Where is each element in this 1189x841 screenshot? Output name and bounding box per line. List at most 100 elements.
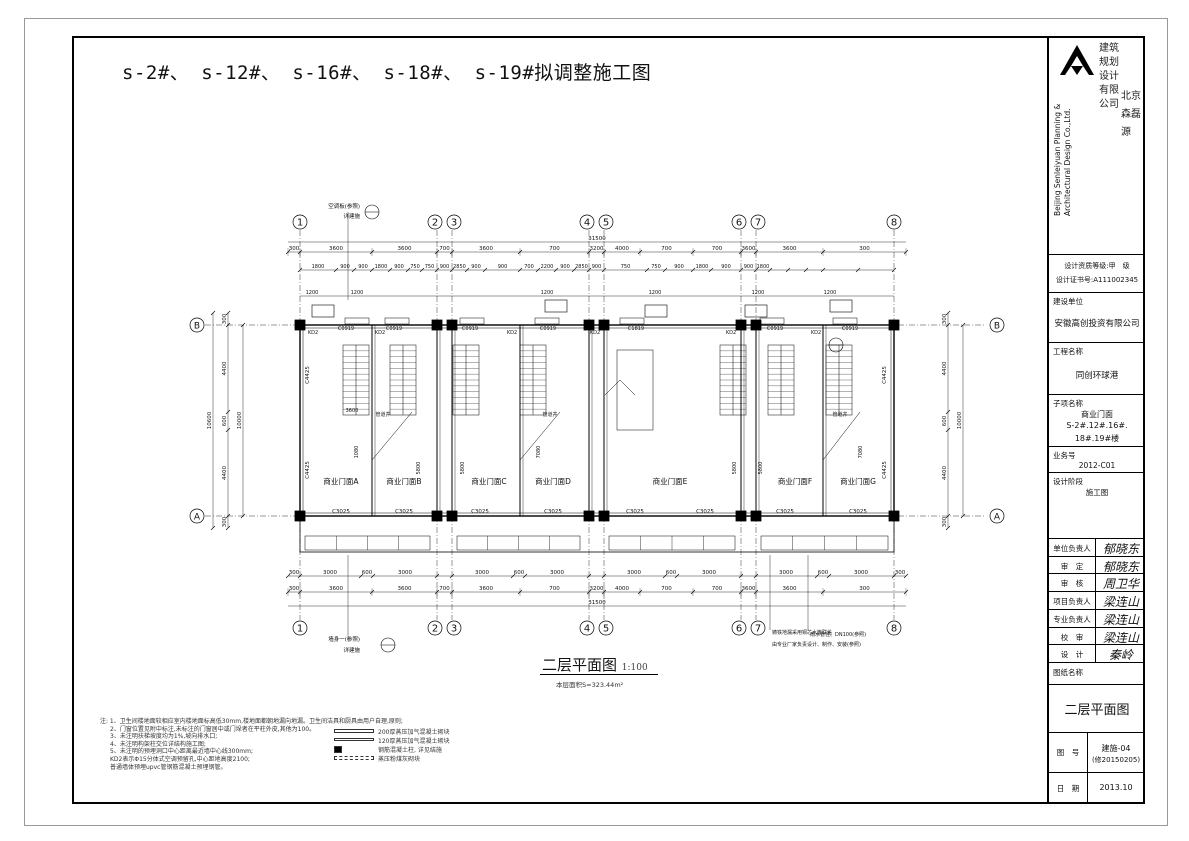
qualification: 设计资质等级:甲 级 <box>1064 262 1130 270</box>
axis-bubble <box>189 317 205 333</box>
drawing-rev-value: (修20150205) <box>1091 756 1141 764</box>
logo-char: 公司 <box>1099 99 1119 110</box>
note-line: 注: 1、卫生间楼地面较相应室内楼地面标高低30mm,楼地面都朝地漏向地漏。卫生… <box>100 718 403 725</box>
dim-label: 600 <box>514 570 525 576</box>
signature-row: 单位负责人郁晓东 <box>1049 538 1145 557</box>
dim-tick <box>601 267 607 273</box>
dim-label: 1200 <box>351 290 364 296</box>
legend: 200厚蒸压加气混凝土砌块 120厚蒸压加气混凝土砌块 钢筋混凝土柱, 详见结施… <box>330 727 449 763</box>
detail-note: 详建施 <box>343 212 360 220</box>
legend-label: 200厚蒸压加气混凝土砌块 <box>378 729 450 736</box>
dim-label: 900 <box>394 264 404 270</box>
dim-tick <box>945 310 951 316</box>
shop-label: 商业门面E <box>653 476 688 486</box>
dim-label: 7080 <box>858 446 864 459</box>
axis-bubble <box>750 214 766 230</box>
axis-label: 7 <box>755 218 761 229</box>
note-line: KD2表示Φ15分体式空调预留孔,中心距地高度2100; <box>110 755 250 763</box>
plan-note: 管道井 <box>375 411 390 418</box>
axis-label: A <box>194 513 201 523</box>
dim-tick <box>225 427 231 433</box>
dim-tick <box>945 427 951 433</box>
dim-tick <box>522 573 528 579</box>
dim-label: 900 <box>592 264 602 270</box>
signature-role: 校 审 <box>1060 632 1084 642</box>
signature-row: 项目负责人梁连山 <box>1049 591 1145 610</box>
drawing-name-value: 二层平面图 <box>1064 703 1130 718</box>
window-label: C0919 <box>462 326 478 332</box>
certificate: 设计证书号:A111002345 <box>1055 276 1139 284</box>
dim-label: 900 <box>340 264 350 270</box>
dim-tick <box>690 267 696 273</box>
dim-tick <box>571 267 577 273</box>
divider <box>1087 773 1088 803</box>
axis-bubble <box>598 620 614 636</box>
column <box>598 319 610 331</box>
dim-label: 300 <box>289 246 300 252</box>
project-label: 工程名称 <box>1053 347 1083 356</box>
axis-label: 6 <box>736 624 742 635</box>
drawing-no-value: 建施-04 <box>1101 744 1131 753</box>
logo-char: 森磊 <box>1121 109 1141 120</box>
divider <box>1095 539 1096 557</box>
stage-label: 设计阶段 <box>1053 477 1083 486</box>
dim-label: 3600 <box>742 586 756 592</box>
dim-label: 300 <box>942 313 948 324</box>
axis-bubble <box>750 620 766 636</box>
dim-label: 10600 <box>207 411 213 429</box>
axis-label: 3 <box>451 218 457 229</box>
dim-label: 700 <box>524 264 534 270</box>
axis-label: 7 <box>755 624 761 635</box>
dim-tick <box>814 573 820 579</box>
signature-row: 审 核周卫华 <box>1049 573 1145 593</box>
dim-label: 700 <box>439 246 450 252</box>
dim-label: 3000 <box>702 570 716 576</box>
plan-line <box>371 411 413 461</box>
legend-swatch <box>334 756 374 760</box>
axis-label: 6 <box>736 218 742 229</box>
signature-mark: 周卫华 <box>1102 577 1139 592</box>
window-label: C3025 <box>332 509 350 515</box>
plan-area: 本层面积S=323.44m² <box>556 681 624 689</box>
window-label: C0919 <box>540 326 556 332</box>
signature-row: 校 审梁连山 <box>1049 626 1145 646</box>
dim-label: 1800 <box>375 264 388 270</box>
dim-tick <box>891 573 897 579</box>
kd-label: KD2 <box>811 330 821 336</box>
dim-tick <box>708 267 714 273</box>
plan-line <box>299 515 895 553</box>
company-name-en-line: Architectural Design Co.,Ltd. <box>1063 108 1072 216</box>
dim-label: 2850 <box>575 264 588 270</box>
window-label: C0919 <box>338 326 354 332</box>
dim-label: 3600 <box>346 408 359 414</box>
dim-tick <box>419 267 425 273</box>
divider <box>1095 609 1096 628</box>
company-name-en: Beijing Senleiyuan Planning & Architectu… <box>1053 96 1073 216</box>
subproject-value: 商业门面 <box>1081 410 1113 419</box>
dim-tick <box>553 267 559 273</box>
ac-platform <box>644 304 668 318</box>
dim-tick <box>960 322 966 328</box>
divider <box>1095 574 1096 593</box>
legend-item: 蒸压粉煤灰砌块 <box>330 754 449 763</box>
dim-tick <box>903 573 909 579</box>
axis-bubble <box>579 620 595 636</box>
plan-caption-title: 二层平面图 <box>542 656 618 674</box>
dim-label: 5800 <box>416 462 422 475</box>
legend-item: 200厚蒸压加气混凝土砌块 <box>330 727 449 736</box>
drawing-name-label: 图纸名称 <box>1053 668 1083 677</box>
dim-tick <box>662 573 668 579</box>
dim-label: 2200 <box>541 264 554 270</box>
dim-tick <box>945 322 951 328</box>
dim-tick <box>240 322 246 328</box>
dim-label: 3000 <box>550 570 564 576</box>
window <box>459 317 485 325</box>
project-value: 同创环球港 <box>1075 371 1119 381</box>
signature-mark: 秦岭 <box>1108 648 1133 663</box>
company-name-en-line: Beijing Senleiyuan Planning & <box>1053 103 1062 216</box>
axis-bubble <box>989 508 1005 524</box>
dim-label: 700 <box>549 246 560 252</box>
dim-label: 1200 <box>649 290 662 296</box>
window-label: C3025 <box>544 509 562 515</box>
window-label: C0919 <box>842 326 858 332</box>
